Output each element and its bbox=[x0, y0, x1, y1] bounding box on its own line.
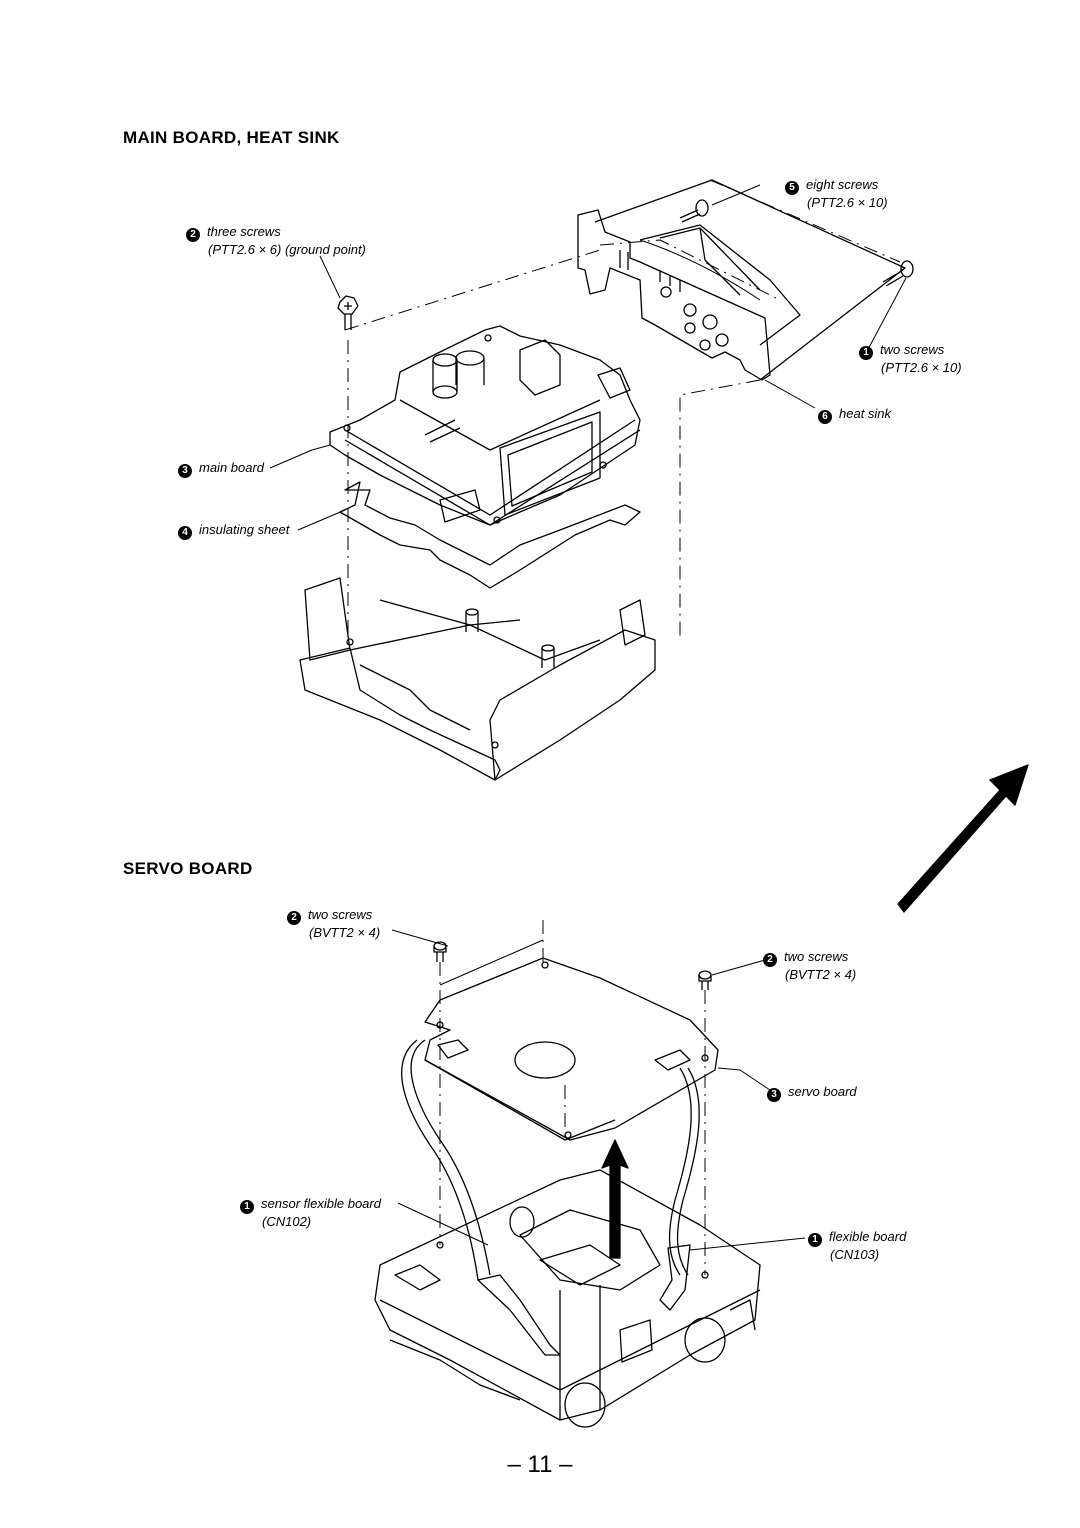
callout-servo-board: 3 servo board bbox=[767, 1084, 857, 1102]
callout-sub: (CN102) bbox=[262, 1214, 312, 1229]
callout-number: 1 bbox=[240, 1200, 254, 1214]
callout-sub: (PTT2.6 × 10) bbox=[807, 195, 888, 210]
callout-number: 2 bbox=[287, 911, 301, 925]
callout-main-board: 3 main board bbox=[178, 460, 264, 478]
heat-sink bbox=[594, 179, 906, 381]
callout-text: servo board bbox=[788, 1084, 857, 1099]
callout-number: 1 bbox=[859, 346, 873, 360]
callout-text: two screws bbox=[784, 949, 849, 964]
callout-number: 2 bbox=[186, 228, 200, 242]
callout-two-screws-servo-left: 2 two screws (BVTT2 × 4) bbox=[287, 907, 380, 941]
screw-two-screws-servo-left bbox=[433, 941, 447, 962]
callout-sub: (PTT2.6 × 6) (ground point) bbox=[208, 242, 366, 257]
callout-eight-screws: 5 eight screws (PTT2.6 × 10) bbox=[785, 177, 888, 211]
insulating-sheet bbox=[339, 481, 641, 589]
callout-flexible-board: 1 flexible board (CN103) bbox=[808, 1229, 906, 1263]
callout-sub: (CN103) bbox=[830, 1247, 880, 1262]
chassis-frame bbox=[299, 577, 656, 781]
callout-text: two screws bbox=[880, 342, 945, 357]
callout-text: main board bbox=[199, 460, 265, 475]
callout-number: 1 bbox=[808, 1233, 822, 1247]
screw-eight-screws bbox=[679, 199, 709, 223]
servo-chassis bbox=[374, 1169, 761, 1428]
direction-arrow bbox=[897, 764, 1029, 913]
screw-two-screws-servo-right bbox=[698, 970, 712, 990]
callout-text: sensor flexible board bbox=[261, 1196, 381, 1211]
callout-sub: (BVTT2 × 4) bbox=[309, 925, 381, 940]
callout-number: 3 bbox=[178, 464, 192, 478]
section-title-servo-board: SERVO BOARD bbox=[123, 859, 253, 878]
callout-number: 6 bbox=[818, 410, 832, 424]
callout-text: three screws bbox=[207, 224, 281, 239]
callout-insulating-sheet: 4 insulating sheet bbox=[178, 522, 289, 540]
callout-sub: (PTT2.6 × 10) bbox=[881, 360, 962, 375]
callout-number: 2 bbox=[763, 953, 777, 967]
callout-sensor-flexible-board: 1 sensor flexible board (CN102) bbox=[240, 1196, 381, 1230]
servo-board-drawing bbox=[424, 957, 719, 1141]
page-number: – 11 – bbox=[507, 1451, 573, 1478]
callout-number: 3 bbox=[767, 1088, 781, 1102]
callout-two-screws-servo-right: 2 two screws (BVTT2 × 4) bbox=[763, 949, 856, 983]
screw-two-screws-top bbox=[882, 260, 914, 287]
callout-text: eight screws bbox=[806, 177, 879, 192]
heat-sink-bracket bbox=[577, 209, 771, 381]
callout-text: insulating sheet bbox=[199, 522, 290, 537]
callout-sub: (BVTT2 × 4) bbox=[785, 967, 857, 982]
callout-three-screws: 2 three screws (PTT2.6 × 6) (ground point… bbox=[186, 224, 366, 258]
callout-text: flexible board bbox=[829, 1229, 907, 1244]
callout-text: two screws bbox=[308, 907, 373, 922]
callout-text: heat sink bbox=[839, 406, 892, 421]
screw-three-screws bbox=[337, 295, 359, 330]
flexible-cables bbox=[401, 1039, 700, 1356]
section-title-main-board-heat-sink: MAIN BOARD, HEAT SINK bbox=[123, 128, 340, 147]
callout-number: 4 bbox=[178, 526, 192, 540]
lift-arrow bbox=[601, 1139, 629, 1259]
callout-heat-sink: 6 heat sink bbox=[818, 406, 891, 424]
callout-number: 5 bbox=[785, 181, 799, 195]
main-board-drawing bbox=[329, 325, 641, 526]
callout-two-screws-heat-sink: 1 two screws (PTT2.6 × 10) bbox=[859, 342, 962, 376]
